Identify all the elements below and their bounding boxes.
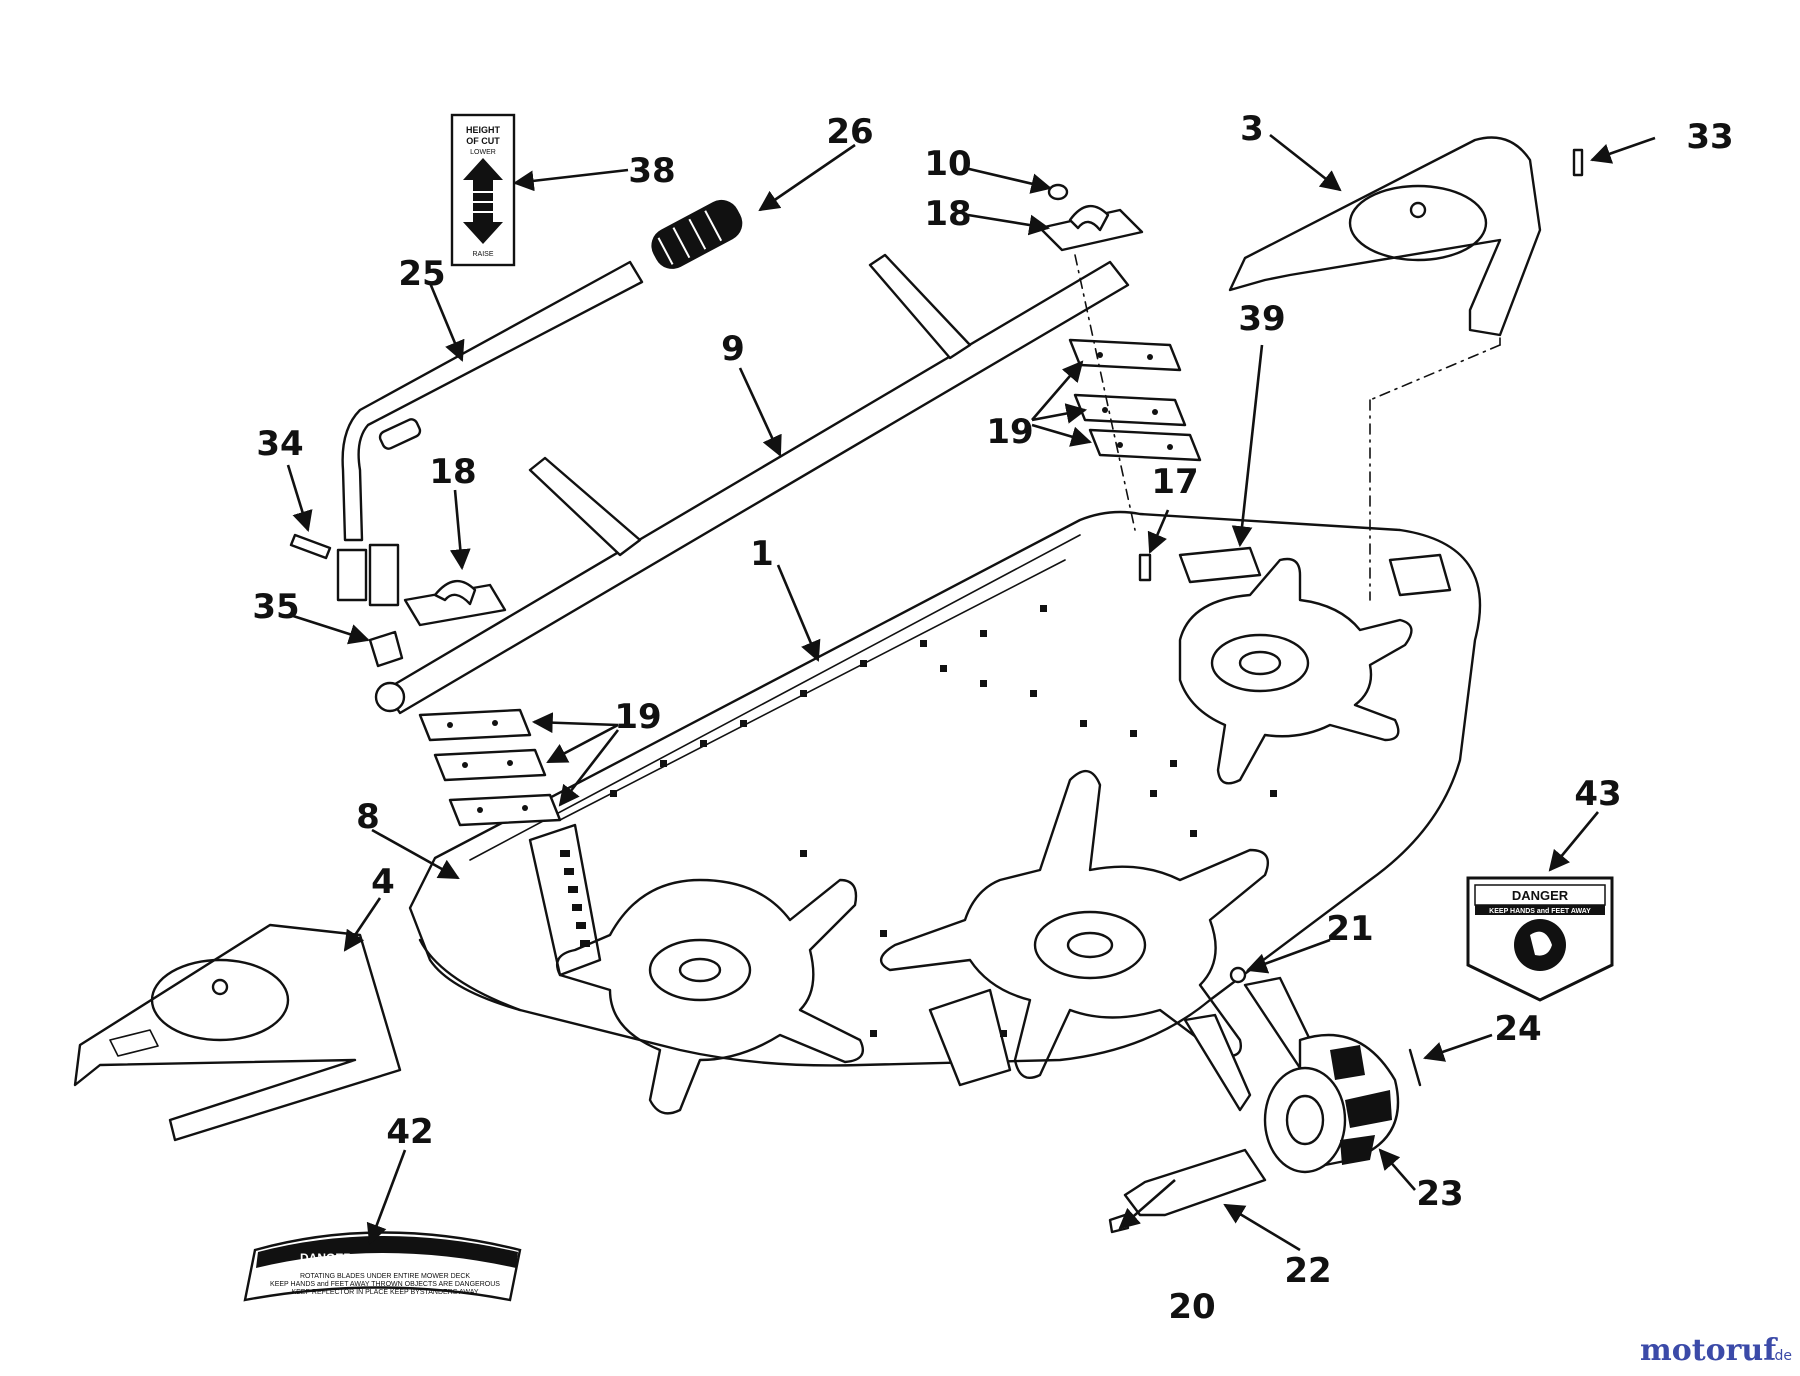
- height-adjust-bracket: [528, 823, 602, 977]
- callout-42: 42: [386, 1112, 433, 1152]
- cotter-pin-24: [1408, 1048, 1422, 1087]
- callout-18-upper: 18: [924, 194, 971, 234]
- pulley-cover-right: [1228, 136, 1542, 337]
- decal-38-bottom: RAISE: [472, 251, 493, 258]
- callout-35: 35: [252, 587, 299, 627]
- center-spindle-cutout: [880, 770, 1270, 1080]
- callout-39: 39: [1238, 299, 1285, 339]
- watermark-name: motoruf: [1640, 1333, 1778, 1368]
- lift-arm-left: [528, 456, 642, 557]
- right-spindle-cutout: [1178, 557, 1413, 785]
- bolt-33: [1572, 148, 1584, 177]
- callout-25: 25: [398, 254, 445, 294]
- decal-danger-42: DANGER ROTATING BLADES UNDER ENTIRE MOWE…: [243, 1231, 522, 1302]
- decal-43-title: DANGER: [1512, 888, 1569, 903]
- mower-deck: [408, 510, 1482, 1115]
- pin-34: [289, 533, 332, 560]
- callout-1: 1: [750, 534, 774, 574]
- handle-grip: [651, 199, 743, 269]
- decal-danger-43: DANGER KEEP HANDS and FEET AWAY: [1466, 876, 1614, 1002]
- callout-18-lower: 18: [429, 452, 476, 492]
- discharge-tab: [928, 988, 1012, 1087]
- decal-38-line2: OF CUT: [466, 136, 500, 146]
- decal-42-line2: KEEP HANDS and FEET AWAY THROWN OBJECTS …: [270, 1281, 500, 1288]
- callout-19-upper: 19: [986, 412, 1033, 452]
- callout-17: 17: [1151, 462, 1198, 502]
- callout-20: 20: [1168, 1287, 1215, 1327]
- adjust-slots: [560, 850, 590, 947]
- gauge-wheel-assembly: [1108, 966, 1422, 1234]
- watermark-tld: .de: [1770, 1348, 1792, 1364]
- callout-10: 10: [924, 144, 971, 184]
- lift-arm-right: [868, 253, 972, 360]
- clip-35: [368, 630, 404, 668]
- callout-4: 4: [371, 862, 395, 902]
- deck-holes: [610, 605, 1277, 1037]
- callout-numbers: 1 3 4 8 9 10 17 18 18 19 19 20 21 22 23 …: [252, 109, 1733, 1327]
- watermark: motoruf .de: [1640, 1333, 1792, 1368]
- decal-42-line1: ROTATING BLADES UNDER ENTIRE MOWER DECK: [300, 1273, 470, 1280]
- callout-8: 8: [356, 797, 380, 837]
- pulley-cover-left: [73, 923, 402, 1142]
- callout-24: 24: [1494, 1009, 1541, 1049]
- decal-38-line1: HEIGHT: [466, 125, 501, 135]
- callout-34: 34: [256, 424, 303, 464]
- handle-bracket-2: [368, 543, 400, 607]
- nut-10: [1047, 183, 1069, 201]
- deck-decal-39: [1178, 546, 1262, 584]
- callout-38: 38: [628, 151, 675, 191]
- decal-43-line1: KEEP HANDS and FEET AWAY: [1489, 908, 1591, 915]
- shims-19-lower: [418, 708, 562, 827]
- callout-33: 33: [1686, 117, 1733, 157]
- callout-26: 26: [826, 112, 873, 152]
- callout-23: 23: [1416, 1174, 1463, 1214]
- decal-height-of-cut: HEIGHT OF CUT LOWER RAISE: [450, 113, 516, 267]
- decal-42-title: DANGER: [300, 1251, 352, 1265]
- callout-43: 43: [1574, 774, 1621, 814]
- bracket-18-upper: [1038, 205, 1144, 252]
- leader-arrows: [286, 133, 1656, 1252]
- decal-42-line3: KEEP REFLECTOR IN PLACE KEEP BYSTANDERS …: [291, 1289, 478, 1296]
- bolt-17: [1138, 553, 1152, 582]
- deck-decal: [1388, 553, 1452, 597]
- callout-3: 3: [1240, 109, 1264, 149]
- callout-22: 22: [1284, 1251, 1331, 1291]
- callout-9: 9: [721, 329, 745, 369]
- nut-21: [1229, 966, 1247, 984]
- lift-handle: [336, 199, 743, 607]
- callout-19-lower: 19: [614, 697, 661, 737]
- bracket-18-lower: [403, 580, 507, 627]
- handle-bracket: [336, 548, 368, 602]
- wheel-23: [1263, 1033, 1400, 1174]
- decal-38-top: LOWER: [470, 149, 496, 156]
- lift-shaft: [374, 253, 1130, 715]
- left-spindle-cutout: [555, 878, 865, 1115]
- callout-21: 21: [1326, 909, 1373, 949]
